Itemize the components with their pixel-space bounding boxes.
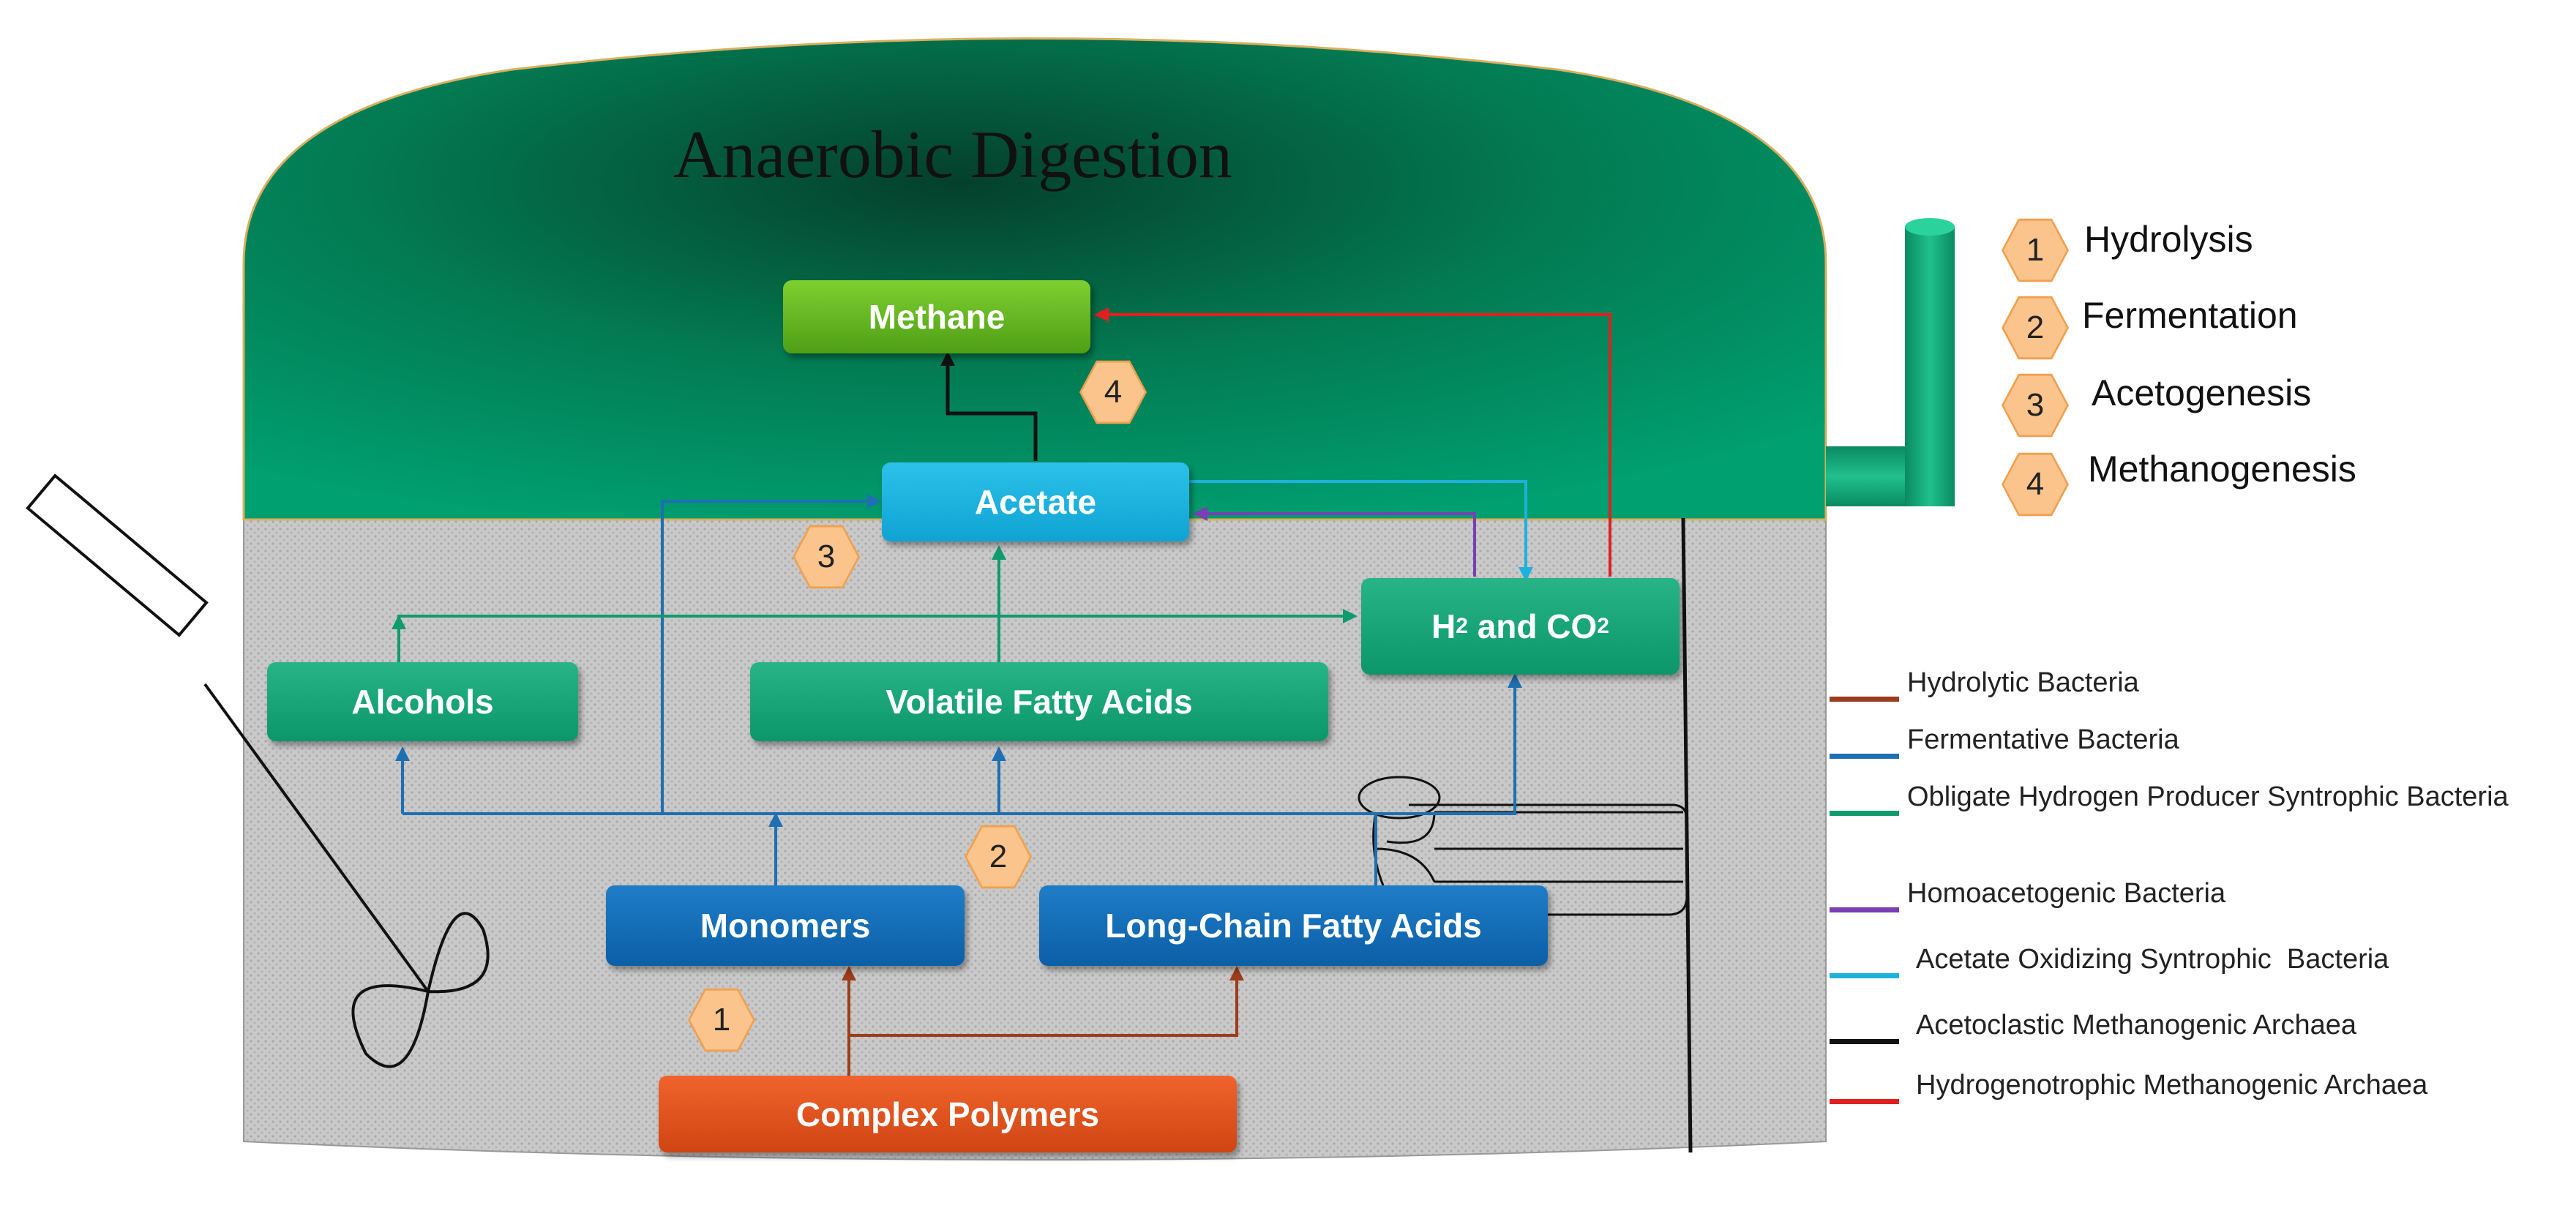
- h2-co2-co-sub: 2: [1597, 614, 1609, 638]
- legend-item-homoacetogenic: Homoacetogenic Bacteria: [1830, 878, 2561, 937]
- step-1-label: Hydrolysis: [2084, 219, 2253, 260]
- monomers-node: Monomers: [606, 885, 965, 966]
- tank-body: [243, 515, 1827, 1161]
- legend-swatch-acetoclastic: [1830, 1039, 1899, 1044]
- legend-swatch-hydrogenotrophic: [1830, 1099, 1899, 1104]
- acetate-node: Acetate: [882, 462, 1189, 541]
- legend-label-homoacetogenic: Homoacetogenic Bacteria: [1907, 878, 2226, 909]
- gas-pipe-top: [1905, 218, 1955, 236]
- legend-label-fermentative: Fermentative Bacteria: [1907, 724, 2179, 755]
- alcohols-node: Alcohols: [267, 662, 578, 741]
- legend-label-obligate: Obligate Hydrogen Producer Syntrophic Ba…: [1907, 781, 2509, 812]
- fermentation-arrows: [395, 494, 1522, 885]
- methane-node: Methane: [783, 280, 1090, 353]
- legend-swatch-hydrolytic: [1830, 697, 1899, 702]
- legend-swatch-obligate: [1830, 811, 1899, 816]
- complex-polymers-node: Complex Polymers: [659, 1076, 1237, 1152]
- legend-item-hydrogenotrophic: Hydrogenotrophic Methanogenic Archaea: [1830, 1070, 2561, 1128]
- legend-swatch-acetate-oxidizing: [1830, 973, 1899, 978]
- legend-item-obligate: Obligate Hydrogen Producer Syntrophic Ba…: [1830, 781, 2561, 840]
- lcfa-node: Long-Chain Fatty Acids: [1039, 885, 1548, 966]
- gas-pipe-vertical: [1905, 227, 1955, 506]
- legend-item-hydrolytic: Hydrolytic Bacteria: [1830, 667, 2561, 726]
- hydrogenotrophic-arrows: [1094, 307, 1611, 577]
- h2-co2-h-sub: 2: [1456, 614, 1468, 638]
- legend-item-fermentative: Fermentative Bacteria: [1830, 724, 2561, 783]
- acetoclastic-arrows: [940, 351, 1038, 461]
- tank-dome: [242, 37, 1827, 521]
- h2-co2-h: H: [1431, 607, 1456, 645]
- vfa-node: Volatile Fatty Acids: [750, 662, 1328, 741]
- obligate-arrows: [392, 545, 1358, 662]
- hydrolysis-arrows: [842, 966, 1244, 1076]
- homoacetogenic-arrows: [1193, 506, 1476, 577]
- diagram-title: Anaerobic Digestion: [673, 117, 1232, 192]
- legend-swatch-fermentative: [1830, 754, 1899, 759]
- step-3-label: Acetogenesis: [2092, 372, 2312, 413]
- legend-label-hydrolytic: Hydrolytic Bacteria: [1907, 667, 2139, 698]
- badge-4: 4: [1082, 362, 1145, 422]
- legend-item-acetate-oxidizing: Acetate Oxidizing Syntrophic Bacteria: [1830, 944, 2561, 1002]
- badge-2: 2: [967, 827, 1030, 887]
- h2-co2-and: and CO: [1467, 607, 1598, 645]
- legend-label-acetoclastic: Acetoclastic Methanogenic Archaea: [1916, 1010, 2357, 1041]
- badge-3: 3: [795, 527, 858, 587]
- mixer: [26, 473, 490, 1068]
- legend-item-acetoclastic: Acetoclastic Methanogenic Archaea: [1830, 1010, 2561, 1068]
- legend-swatch-homoacetogenic: [1830, 907, 1899, 912]
- step-4-label: Methanogenesis: [2088, 449, 2356, 490]
- acetate-oxidizing-arrows: [1189, 480, 1533, 582]
- step-2-label: Fermentation: [2082, 295, 2298, 336]
- legend-label-acetate-oxidizing: Acetate Oxidizing Syntrophic Bacteria: [1916, 944, 2389, 975]
- legend-label-hydrogenotrophic: Hydrogenotrophic Methanogenic Archaea: [1916, 1070, 2428, 1101]
